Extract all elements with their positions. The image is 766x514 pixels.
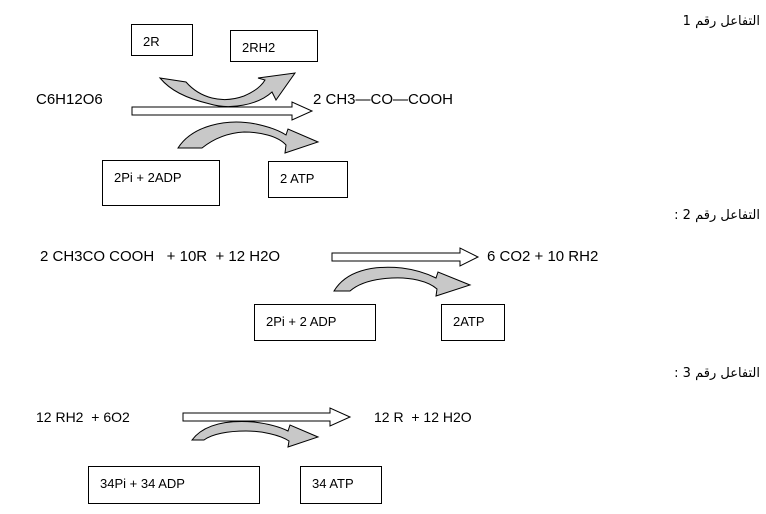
reaction3-curve-arrow bbox=[190, 421, 320, 448]
reaction1-lower-curve-arrow bbox=[177, 121, 320, 154]
reaction1-box-2rh2: 2RH2 bbox=[230, 30, 318, 62]
reaction1-box-2atp: 2 ATP bbox=[268, 161, 348, 198]
reaction2-products: 6 CO2 + 10 RH2 bbox=[487, 248, 599, 265]
reaction3-main-arrow bbox=[182, 407, 352, 427]
reaction3-box-34atp: 34 ATP bbox=[300, 466, 382, 504]
reaction1-title: التفاعل رقم 1 bbox=[682, 14, 760, 29]
reaction1-product: 2 CH3—CO—COOH bbox=[313, 91, 454, 108]
reaction3-box-34pi-34adp: 34Pi + 34 ADP bbox=[88, 466, 260, 504]
reaction1-box-2pi-2adp: 2Pi + 2ADP bbox=[102, 160, 220, 206]
reaction1-reactant: C6H12O6 bbox=[36, 91, 103, 108]
reaction2-box-2atp: 2ATP bbox=[441, 304, 505, 341]
reaction1-upper-curve-arrow bbox=[158, 72, 297, 107]
reaction3-title: التفاعل رقم 3 : bbox=[674, 366, 760, 381]
reaction2-reactants: 2 CH3CO COOH + 10R + 12 H2O bbox=[40, 248, 281, 265]
reaction2-box-2pi-2adp: 2Pi + 2 ADP bbox=[254, 304, 376, 341]
reaction1-box-2r: 2R bbox=[131, 24, 193, 56]
reaction2-main-arrow bbox=[331, 247, 480, 267]
reaction3-reactants: 12 RH2 + 6O2 bbox=[36, 409, 130, 425]
reaction3-products: 12 R + 12 H2O bbox=[374, 409, 472, 425]
reaction2-title: التفاعل رقم 2 : bbox=[674, 208, 760, 223]
reaction1-main-arrow bbox=[131, 101, 314, 121]
reaction2-curve-arrow bbox=[333, 266, 472, 297]
